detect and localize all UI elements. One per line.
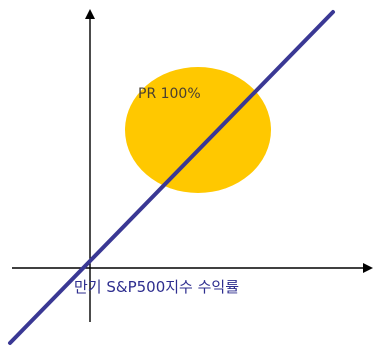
x-axis-label: 만기 S&P500지수 수익률 [74,278,240,296]
participation-rate-label: PR 100% [138,86,201,102]
participation-circle [125,67,271,193]
payoff-line [8,10,335,345]
